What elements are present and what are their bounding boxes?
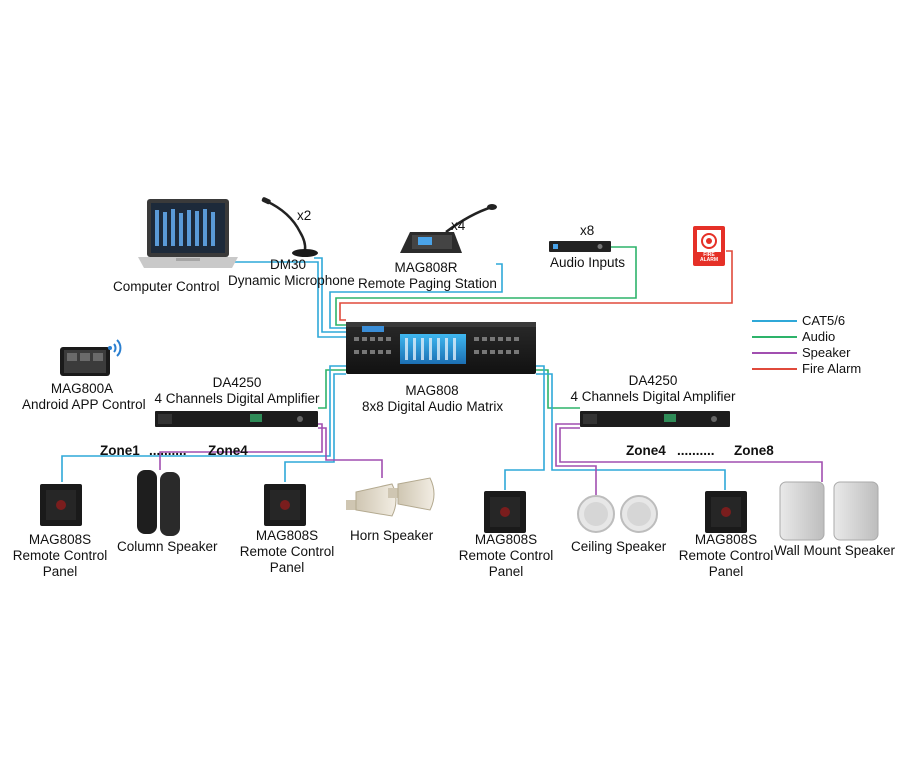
mic-quantity-label: x2 — [297, 208, 312, 223]
cable-cat-left-2 — [284, 373, 346, 482]
panel1-desc2: Panel — [42, 564, 78, 579]
gooseneck-mic-icon — [261, 197, 318, 257]
da4250-left-name: DA4250 — [212, 375, 262, 390]
zone-left-dots: .......... — [149, 443, 187, 458]
wifi-icon — [108, 339, 122, 357]
mag808r-label: MAG808R Remote Paging Station — [358, 260, 497, 292]
horn-speaker-label: Horn Speaker — [350, 528, 434, 543]
dm30-name: DM30 — [269, 257, 306, 272]
panel3-label: MAG808S Remote Control Panel — [454, 532, 558, 580]
panel1-desc: Remote Control — [12, 548, 108, 563]
mag808-label: MAG808 8x8 Digital Audio Matrix — [362, 383, 504, 415]
amplifier-icon — [155, 411, 318, 427]
panel1-name: MAG808S — [28, 532, 92, 547]
fire-alarm-text: FIRE ALARM — [697, 253, 721, 263]
fire-alarm-icon — [693, 226, 725, 266]
dm30-label: DM30 Dynamic Microphone — [228, 257, 355, 289]
cable-cat-computer — [225, 261, 346, 338]
control-panel-icon — [484, 491, 526, 533]
cable-speaker-right-1 — [555, 423, 597, 495]
mag800a-desc: Android APP Control — [22, 397, 146, 412]
cable-audio-left-amp — [318, 369, 346, 409]
cable-cat-mic — [314, 257, 346, 333]
cable-audio-right-amp — [536, 369, 580, 409]
audio-inputs-quantity-label: x8 — [580, 223, 595, 238]
control-panel-icon — [40, 484, 82, 526]
mag808-name: MAG808 — [405, 383, 459, 398]
audio-inputs-label: Audio Inputs — [550, 255, 626, 270]
zone-left-start: Zone1 — [100, 443, 140, 458]
cable-fire-alarm — [339, 250, 733, 321]
panel4-desc: Remote Control — [678, 548, 774, 563]
matrix-icon — [346, 322, 536, 374]
cable-cat-left-1 — [61, 365, 346, 482]
zone-right-end: Zone8 — [734, 443, 774, 458]
cables — [61, 246, 823, 495]
mag800a-name: MAG800A — [50, 381, 114, 396]
mag808-desc: 8x8 Digital Audio Matrix — [362, 399, 504, 414]
panel3-desc2: Panel — [488, 564, 524, 579]
mag808r-desc: Remote Paging Station — [358, 276, 497, 291]
cable-speaker-left-2 — [318, 427, 383, 478]
mag800a-label: MAG800A Android APP Control — [22, 381, 146, 413]
legend-cat56-label: CAT5/6 — [802, 313, 846, 328]
legend-speaker-label: Speaker — [802, 345, 851, 360]
horn-speaker-icon — [346, 477, 435, 517]
rack-unit-icon — [549, 241, 611, 252]
legend-swatches — [752, 320, 797, 370]
cable-audio-inputs — [335, 246, 637, 326]
da4250-right-label: DA4250 4 Channels Digital Amplifier — [570, 373, 736, 405]
laptop-icon — [138, 199, 238, 268]
legend-fire-alarm-label: Fire Alarm — [802, 361, 862, 376]
column-speaker-label: Column Speaker — [117, 539, 218, 554]
da4250-left-label: DA4250 4 Channels Digital Amplifier — [154, 375, 320, 407]
panel2-label: MAG808S Remote Control Panel — [235, 528, 339, 576]
column-speaker-icon — [137, 470, 180, 536]
zone-left-end: Zone4 — [208, 443, 248, 458]
panel2-name: MAG808S — [255, 528, 319, 543]
panel3-desc: Remote Control — [458, 548, 554, 563]
da4250-left-desc: 4 Channels Digital Amplifier — [154, 391, 320, 406]
dm30-desc: Dynamic Microphone — [228, 273, 355, 288]
amplifier-icon — [580, 411, 730, 427]
control-panel-icon — [264, 484, 306, 526]
panel4-desc2: Panel — [708, 564, 744, 579]
wall-mount-speaker-label: Wall Mount Speaker — [774, 543, 896, 558]
panel3-name: MAG808S — [474, 532, 538, 547]
cable-speaker-left-1 — [159, 423, 323, 470]
zone-right-start: Zone4 — [626, 443, 666, 458]
ceiling-speaker-icon — [577, 495, 658, 533]
ceiling-speaker-label: Ceiling Speaker — [571, 539, 667, 554]
control-panel-icon — [705, 491, 747, 533]
computer-control-label: Computer Control — [113, 279, 220, 294]
cable-cat-right-1 — [504, 365, 545, 490]
cable-speaker-right-2 — [559, 427, 823, 482]
paging-quantity-label: x4 — [451, 218, 466, 233]
tablet-icon — [60, 347, 110, 376]
fire-alarm-line1: FIRE — [703, 252, 715, 258]
legend-audio-label: Audio — [802, 329, 836, 344]
panel4-label: MAG808S Remote Control Panel — [674, 532, 778, 580]
panel2-desc: Remote Control — [239, 544, 335, 559]
da4250-right-desc: 4 Channels Digital Amplifier — [570, 389, 736, 404]
panel1-label: MAG808S Remote Control Panel — [8, 532, 112, 580]
cable-cat-paging — [329, 263, 503, 329]
panel4-name: MAG808S — [694, 532, 758, 547]
paging-station-icon — [400, 204, 497, 253]
panel2-desc2: Panel — [269, 560, 305, 575]
wall-speaker-icon — [779, 481, 879, 541]
zone-right-dots: .......... — [677, 443, 715, 458]
da4250-right-name: DA4250 — [628, 373, 678, 388]
mag808r-name: MAG808R — [394, 260, 458, 275]
fire-alarm-line2: ALARM — [699, 257, 719, 263]
cable-cat-right-2 — [536, 373, 726, 490]
